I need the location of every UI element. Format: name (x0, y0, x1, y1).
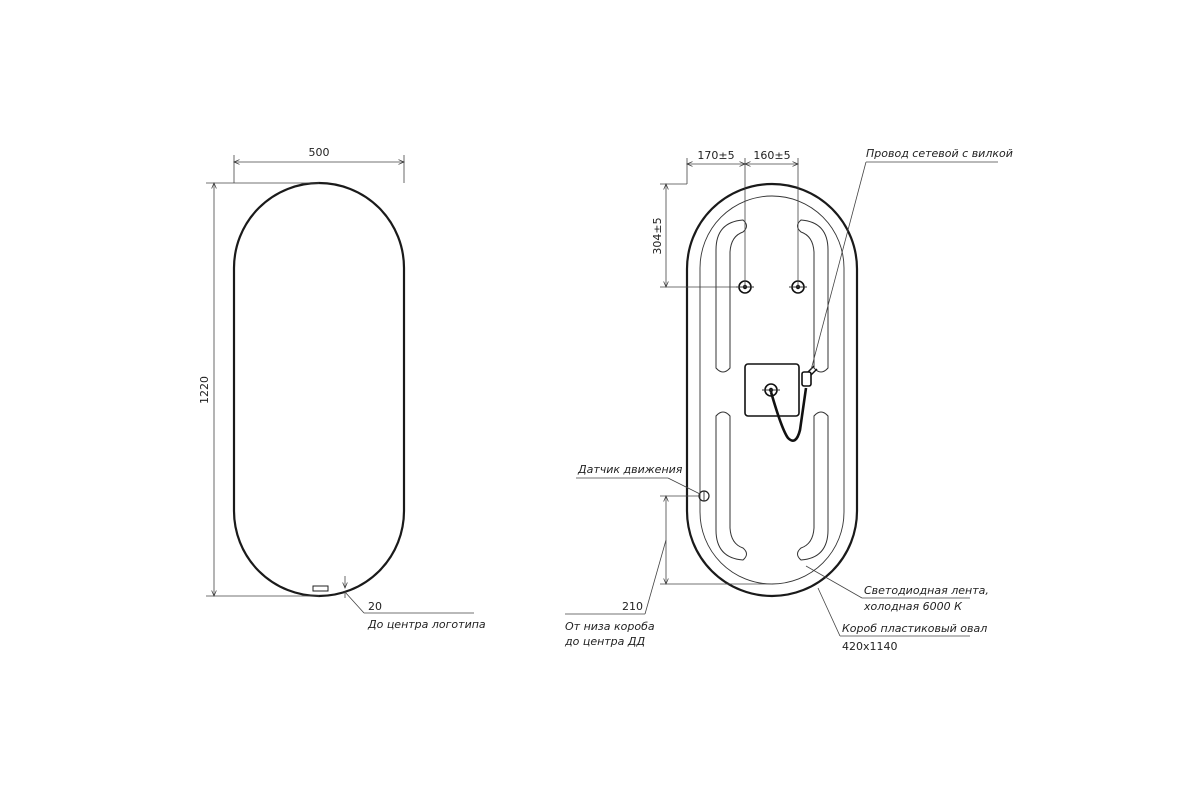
power-cable (769, 387, 808, 442)
logo-mark (312, 585, 329, 592)
led-strip (715, 219, 829, 561)
led-note-line1: Светодиодная лента, (864, 584, 989, 597)
height-dimension-label: 1220 (198, 376, 211, 404)
top-mount-label: 304±5 (651, 217, 664, 254)
motion-sensor-icon (698, 490, 710, 502)
sensor-note: Датчик движения (577, 463, 683, 476)
led-note-line2: холодная 6000 К (863, 600, 963, 613)
right-mount-label: 160±5 (753, 149, 790, 162)
logo-note: До центра логотипа (367, 618, 486, 631)
box-outer-outline (685, 182, 859, 598)
back-view: 170±5 160±5 304±5 Провод сетевой с вилко… (564, 147, 1013, 653)
cable-note: Провод сетевой с вилкой (866, 147, 1013, 160)
left-mount-label: 170±5 (697, 149, 734, 162)
box-note: Короб пластиковый овал (842, 622, 987, 635)
box-size: 420x1140 (842, 640, 898, 653)
sensor-height-label: 210 (622, 600, 643, 613)
sensor-note-line2: до центра ДД (564, 635, 646, 648)
driver-box (744, 363, 800, 417)
mirror-outline (232, 181, 406, 598)
front-view: 500 1220 20 До центра логотипа (198, 146, 486, 631)
sensor-note-line1: От низа короба (565, 620, 655, 633)
logo-offset-label: 20 (368, 600, 382, 613)
width-dimension-label: 500 (309, 146, 330, 159)
